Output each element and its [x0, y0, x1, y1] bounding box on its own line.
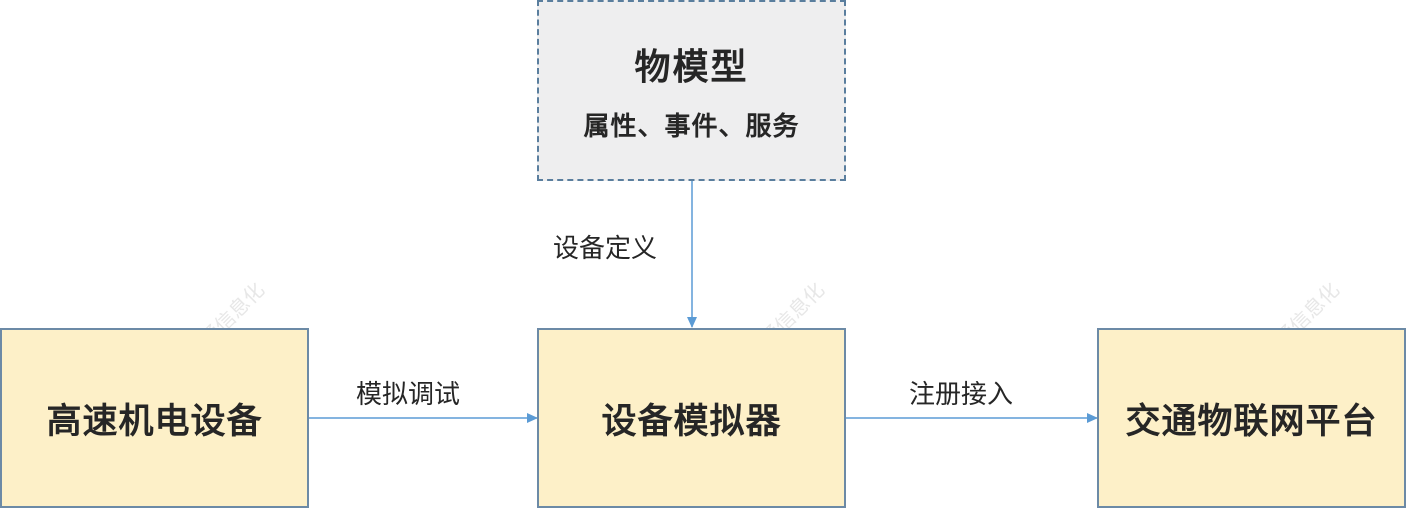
- edge-label-register-access: 注册接入: [909, 380, 1014, 410]
- edge-label-device-definition: 设备定义: [553, 234, 658, 264]
- thing-model-box: 物模型 属性、事件、服务: [537, 0, 846, 181]
- thing-model-title: 物模型: [634, 47, 749, 88]
- highway-device-label: 高速机电设备: [46, 401, 263, 442]
- thing-model-subtitle: 属性、事件、服务: [583, 112, 800, 142]
- iot-platform-label: 交通物联网平台: [1125, 401, 1378, 442]
- highway-device-box: 高速机电设备: [0, 328, 309, 508]
- device-simulator-box: 设备模拟器: [537, 328, 846, 508]
- edge-label-simulate-debug: 模拟调试: [356, 380, 461, 410]
- iot-platform-box: 交通物联网平台: [1097, 328, 1406, 508]
- device-simulator-label: 设备模拟器: [601, 401, 782, 442]
